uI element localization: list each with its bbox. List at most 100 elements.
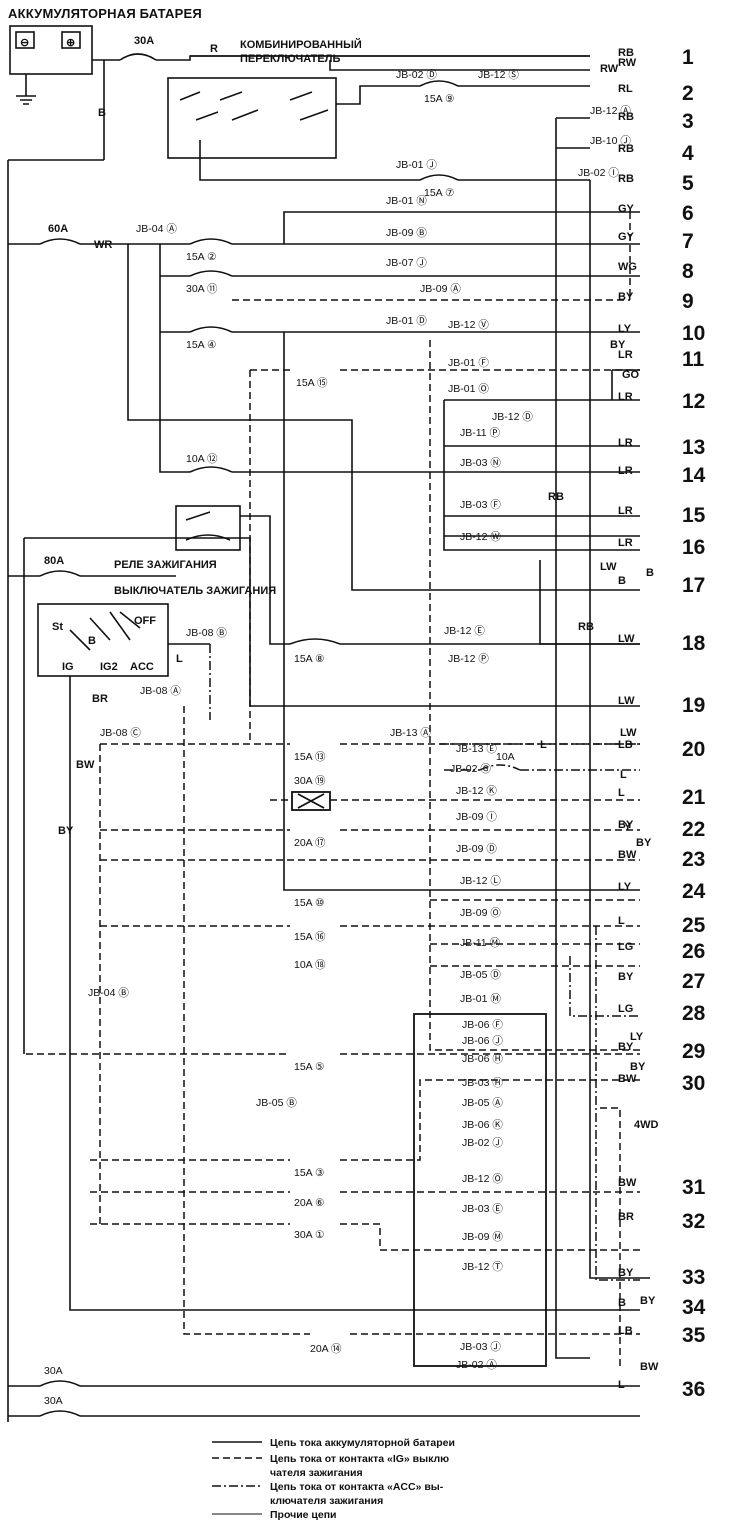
wire-r-label: R: [210, 43, 218, 55]
legend-line2b: чателя зажигания: [270, 1467, 363, 1479]
jb-connector-label: JB-11 Ⓜ: [460, 937, 501, 949]
legend-line3a: Цепь тока от контакта «ACC» вы-: [270, 1481, 444, 1493]
jb-connector-label: JB-09 Ⓞ: [460, 907, 501, 919]
output-number: 5: [682, 172, 694, 195]
jb-connector-label: JB-12 Ⓓ: [492, 411, 533, 423]
output-number: 14: [682, 464, 706, 487]
output-wire-label: RL: [618, 83, 633, 95]
output-number: 11: [682, 348, 705, 371]
output-number: 9: [682, 290, 694, 313]
jb-connector-label: JB-08 Ⓒ: [100, 727, 141, 739]
jb-connector-label: JB-04 Ⓑ: [88, 987, 129, 999]
output-number: 8: [682, 260, 694, 283]
legend-lines: [212, 1441, 262, 1515]
jb-connector-label: JB-09 Ⓘ: [456, 811, 497, 823]
jb-connector-label: JB-12 Ⓣ: [462, 1261, 503, 1273]
wire-rb-mid-label: RB: [548, 491, 564, 503]
output-number: 36: [682, 1378, 705, 1401]
jb-connector-label: JB-11 Ⓟ: [460, 427, 501, 439]
jb-connector-label: JB-13 Ⓔ: [456, 743, 497, 755]
jb-connector-label: JB-01 Ⓜ: [460, 993, 501, 1005]
battery-box: [9, 25, 93, 75]
wire-rb-5: [199, 140, 590, 181]
combo-switch-label-2: ПЕРЕКЛЮЧАТЕЛЬ: [240, 53, 340, 65]
combo-switch-contacts: [179, 91, 329, 121]
ignition-relay: [175, 505, 241, 551]
output-wire-label: LW: [618, 695, 635, 707]
acc-circuits: [209, 644, 640, 1281]
battery-plus: ⊕: [66, 37, 75, 49]
output-wire-label: RW: [618, 57, 637, 69]
wire-by-20a: [183, 706, 640, 1335]
jb-connector-label: JB-07 Ⓙ: [386, 257, 427, 269]
fuse-label: 30A: [44, 1395, 63, 1407]
legend-line2a: Цепь тока от контакта «IG» выклю: [270, 1453, 449, 1465]
fuse-80a: [39, 570, 81, 577]
output-number: 19: [682, 694, 705, 717]
fuse-label: 10A: [496, 751, 515, 763]
output-number: 24: [682, 880, 706, 903]
fuse-15a-9: [419, 80, 459, 87]
fuse-label: 30A ⑲: [294, 775, 326, 787]
wire-wr-label: WR: [94, 239, 112, 251]
output-wire-label: L: [618, 787, 625, 799]
output-wire-label: LB: [618, 739, 633, 751]
jb-connector-label: JB-12 Ⓦ: [460, 531, 501, 543]
fuse-label: 20A ⑭: [310, 1343, 342, 1355]
output-number: 20: [682, 738, 705, 761]
output-wire-label: LY: [618, 323, 632, 335]
fuse-15a-2: [189, 238, 233, 245]
legend-line1: Цепь тока аккумуляторной батареи: [270, 1437, 455, 1449]
switch-off: OFF: [134, 615, 156, 627]
extra-wire-label: BY: [636, 837, 652, 849]
output-wire-label: BW: [618, 849, 637, 861]
jb-connector-label: JB-03 Ⓗ: [462, 1077, 503, 1089]
jb-connector-label: JB-06 Ⓚ: [462, 1119, 503, 1131]
jb-connector-label: JB-01 Ⓞ: [448, 383, 489, 395]
switch-ig2: IG2: [100, 661, 118, 673]
output-wire-label: LR: [618, 349, 633, 361]
jb-connector-label: JB-05 Ⓓ: [460, 969, 501, 981]
jb-connector-label: JB-05 Ⓐ: [462, 1097, 503, 1109]
output-wire-label: BW: [618, 1177, 637, 1189]
wire-ig-bus: [99, 744, 640, 1224]
extra-wire-label: RW: [600, 63, 619, 75]
extra-wire-label: Y: [624, 821, 632, 833]
jb-connector-label: JB-03 Ⓝ: [460, 457, 501, 469]
jb-connector-label: JB-12 Ⓢ: [478, 69, 519, 81]
fuse-label: 15A ②: [186, 251, 217, 263]
fuse-15a-7: [419, 174, 459, 181]
diagram-title: АККУМУЛЯТОРНАЯ БАТАРЕЯ: [8, 6, 202, 21]
fuse-10a-12: [189, 466, 233, 473]
jb-connector-label: JB-01 Ⓙ: [396, 159, 437, 171]
extra-wire-label: BY: [630, 1061, 646, 1073]
wire-by-label: BY: [58, 825, 74, 837]
legend-line4: Прочие цепи: [270, 1509, 337, 1521]
jb-connector-label: JB-03 Ⓙ: [460, 1341, 501, 1353]
output-number: 26: [682, 940, 705, 963]
jb-connector-label: JB-02 Ⓐ: [456, 1359, 497, 1371]
wire-br-label: BR: [92, 693, 108, 705]
output-wire-label: LR: [618, 437, 633, 449]
output-wire-label: LB: [618, 1325, 633, 1337]
output-wire-label: L: [618, 1379, 625, 1391]
fuse-60a: [39, 238, 81, 245]
output-wire-label: LG: [618, 941, 633, 953]
switch-ig: IG: [62, 661, 74, 673]
main-fuse-60-label: 60A: [48, 223, 68, 235]
output-number: 2: [682, 82, 694, 105]
battery-direct: [8, 1380, 640, 1417]
output-wire-label: BR: [618, 1211, 634, 1223]
wire-ly-24: [283, 332, 640, 891]
fuse-label: 10A ⑫: [186, 453, 218, 465]
jb-connector-label: JB-10 Ⓙ: [590, 135, 631, 147]
jb-connector-label: JB-08 Ⓐ: [140, 685, 181, 697]
wire-wr-bus: [128, 211, 640, 473]
extra-wire-label: L: [540, 739, 547, 751]
extra-wire-label: LW: [600, 561, 617, 573]
output-wire-label: LR: [618, 505, 633, 517]
battery-minus: ⊖: [20, 37, 29, 49]
